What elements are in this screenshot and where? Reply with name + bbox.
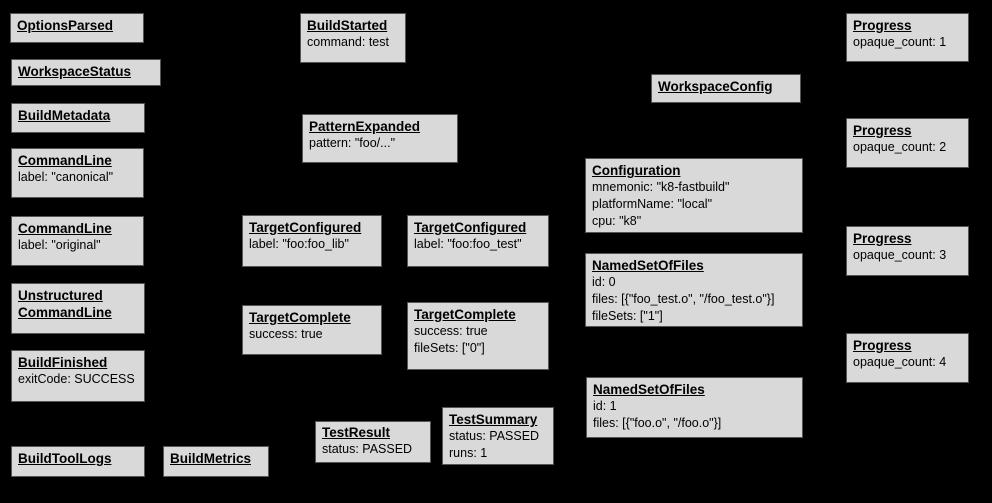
node-title: OptionsParsed <box>17 18 114 33</box>
node-buildtoollogs: BuildToolLogs <box>11 446 145 477</box>
node-title: Progress <box>853 231 912 246</box>
node-title: BuildStarted <box>307 18 388 33</box>
node-title: TargetConfigured <box>414 220 527 235</box>
node-title: TargetComplete <box>249 310 351 325</box>
node-testsummary: TestSummary status: PASSED runs: 1 <box>442 407 554 465</box>
node-optionsparsed: OptionsParsed <box>10 13 144 43</box>
node-title: TargetConfigured <box>249 220 362 235</box>
node-detail: opaque_count: 2 <box>853 140 947 155</box>
node-title: WorkspaceStatus <box>18 64 132 79</box>
node-detail: id: 0 <box>592 275 616 290</box>
node-title: WorkspaceConfig <box>658 79 773 94</box>
node-detail: files: [{"foo_test.o", "/foo_test.o"}] <box>592 292 775 307</box>
node-title: Progress <box>853 338 912 353</box>
node-unstructuredcommandline: Unstructured CommandLine <box>11 283 145 334</box>
node-detail: opaque_count: 3 <box>853 248 947 263</box>
node-detail: label: "original" <box>18 238 101 253</box>
node-buildmetadata: BuildMetadata <box>11 103 145 133</box>
node-namedsetoffiles-0: NamedSetOfFiles id: 0 files: [{"foo_test… <box>585 253 803 327</box>
node-detail: label: "foo:foo_test" <box>414 237 522 252</box>
node-detail: success: true <box>249 327 323 342</box>
node-title: TargetComplete <box>414 307 516 322</box>
node-title: NamedSetOfFiles <box>593 382 705 397</box>
node-title: BuildMetrics <box>170 451 252 466</box>
node-detail: opaque_count: 1 <box>853 35 947 50</box>
node-buildfinished: BuildFinished exitCode: SUCCESS <box>11 350 145 402</box>
node-progress-4: Progress opaque_count: 4 <box>846 333 969 383</box>
node-commandline-canonical: CommandLine label: "canonical" <box>11 148 144 198</box>
node-targetcomplete-foo-test: TargetComplete success: true fileSets: [… <box>407 302 549 370</box>
node-targetconfigured-foo-lib: TargetConfigured label: "foo:foo_lib" <box>242 215 382 267</box>
node-workspaceconfig: WorkspaceConfig <box>651 74 801 103</box>
node-testresult: TestResult status: PASSED <box>315 421 431 463</box>
node-title: TestSummary <box>449 412 538 427</box>
node-title: CommandLine <box>18 221 112 236</box>
node-detail: cpu: "k8" <box>592 213 642 228</box>
node-detail: label: "foo:foo_lib" <box>249 237 349 252</box>
node-detail: exitCode: SUCCESS <box>18 372 135 387</box>
node-workspacestatus: WorkspaceStatus <box>11 59 161 86</box>
node-targetconfigured-foo-test: TargetConfigured label: "foo:foo_test" <box>407 215 549 267</box>
node-detail: runs: 1 <box>449 446 488 461</box>
node-detail: opaque_count: 4 <box>853 355 947 370</box>
node-title: NamedSetOfFiles <box>592 258 704 273</box>
node-buildstarted: BuildStarted command: test <box>300 13 406 63</box>
node-progress-2: Progress opaque_count: 2 <box>846 118 969 168</box>
node-title: TestResult <box>322 425 391 440</box>
node-title: Configuration <box>592 163 681 178</box>
node-detail: files: [{"foo.o", "/foo.o"}] <box>593 416 722 431</box>
node-title: Progress <box>853 18 912 33</box>
node-title: BuildMetadata <box>18 108 111 123</box>
node-detail: platformName: "local" <box>592 197 713 212</box>
node-title: BuildFinished <box>18 355 108 370</box>
node-patternexpanded: PatternExpanded pattern: "foo/..." <box>302 114 458 163</box>
node-detail: status: PASSED <box>322 442 413 457</box>
node-namedsetoffiles-1: NamedSetOfFiles id: 1 files: [{"foo.o", … <box>586 377 803 438</box>
node-detail: mnemonic: "k8-fastbuild" <box>592 180 730 195</box>
node-title: CommandLine <box>18 153 112 168</box>
node-progress-1: Progress opaque_count: 1 <box>846 13 969 62</box>
node-targetcomplete-foo-lib: TargetComplete success: true <box>242 305 382 355</box>
node-detail: command: test <box>307 35 389 50</box>
node-detail: success: true <box>414 324 488 339</box>
node-detail: fileSets: ["0"] <box>414 341 485 356</box>
node-detail: fileSets: ["1"] <box>592 308 663 323</box>
node-buildmetrics: BuildMetrics <box>163 446 269 477</box>
node-commandline-original: CommandLine label: "original" <box>11 216 144 266</box>
node-detail: id: 1 <box>593 399 617 414</box>
node-title: BuildToolLogs <box>18 451 112 466</box>
node-configuration: Configuration mnemonic: "k8-fastbuild" p… <box>585 158 803 233</box>
node-detail: pattern: "foo/..." <box>309 136 396 151</box>
node-title: Unstructured CommandLine <box>18 288 112 321</box>
node-progress-3: Progress opaque_count: 3 <box>846 226 969 276</box>
node-title: Progress <box>853 123 912 138</box>
node-detail: label: "canonical" <box>18 170 114 185</box>
node-detail: status: PASSED <box>449 429 540 444</box>
node-title: PatternExpanded <box>309 119 421 134</box>
